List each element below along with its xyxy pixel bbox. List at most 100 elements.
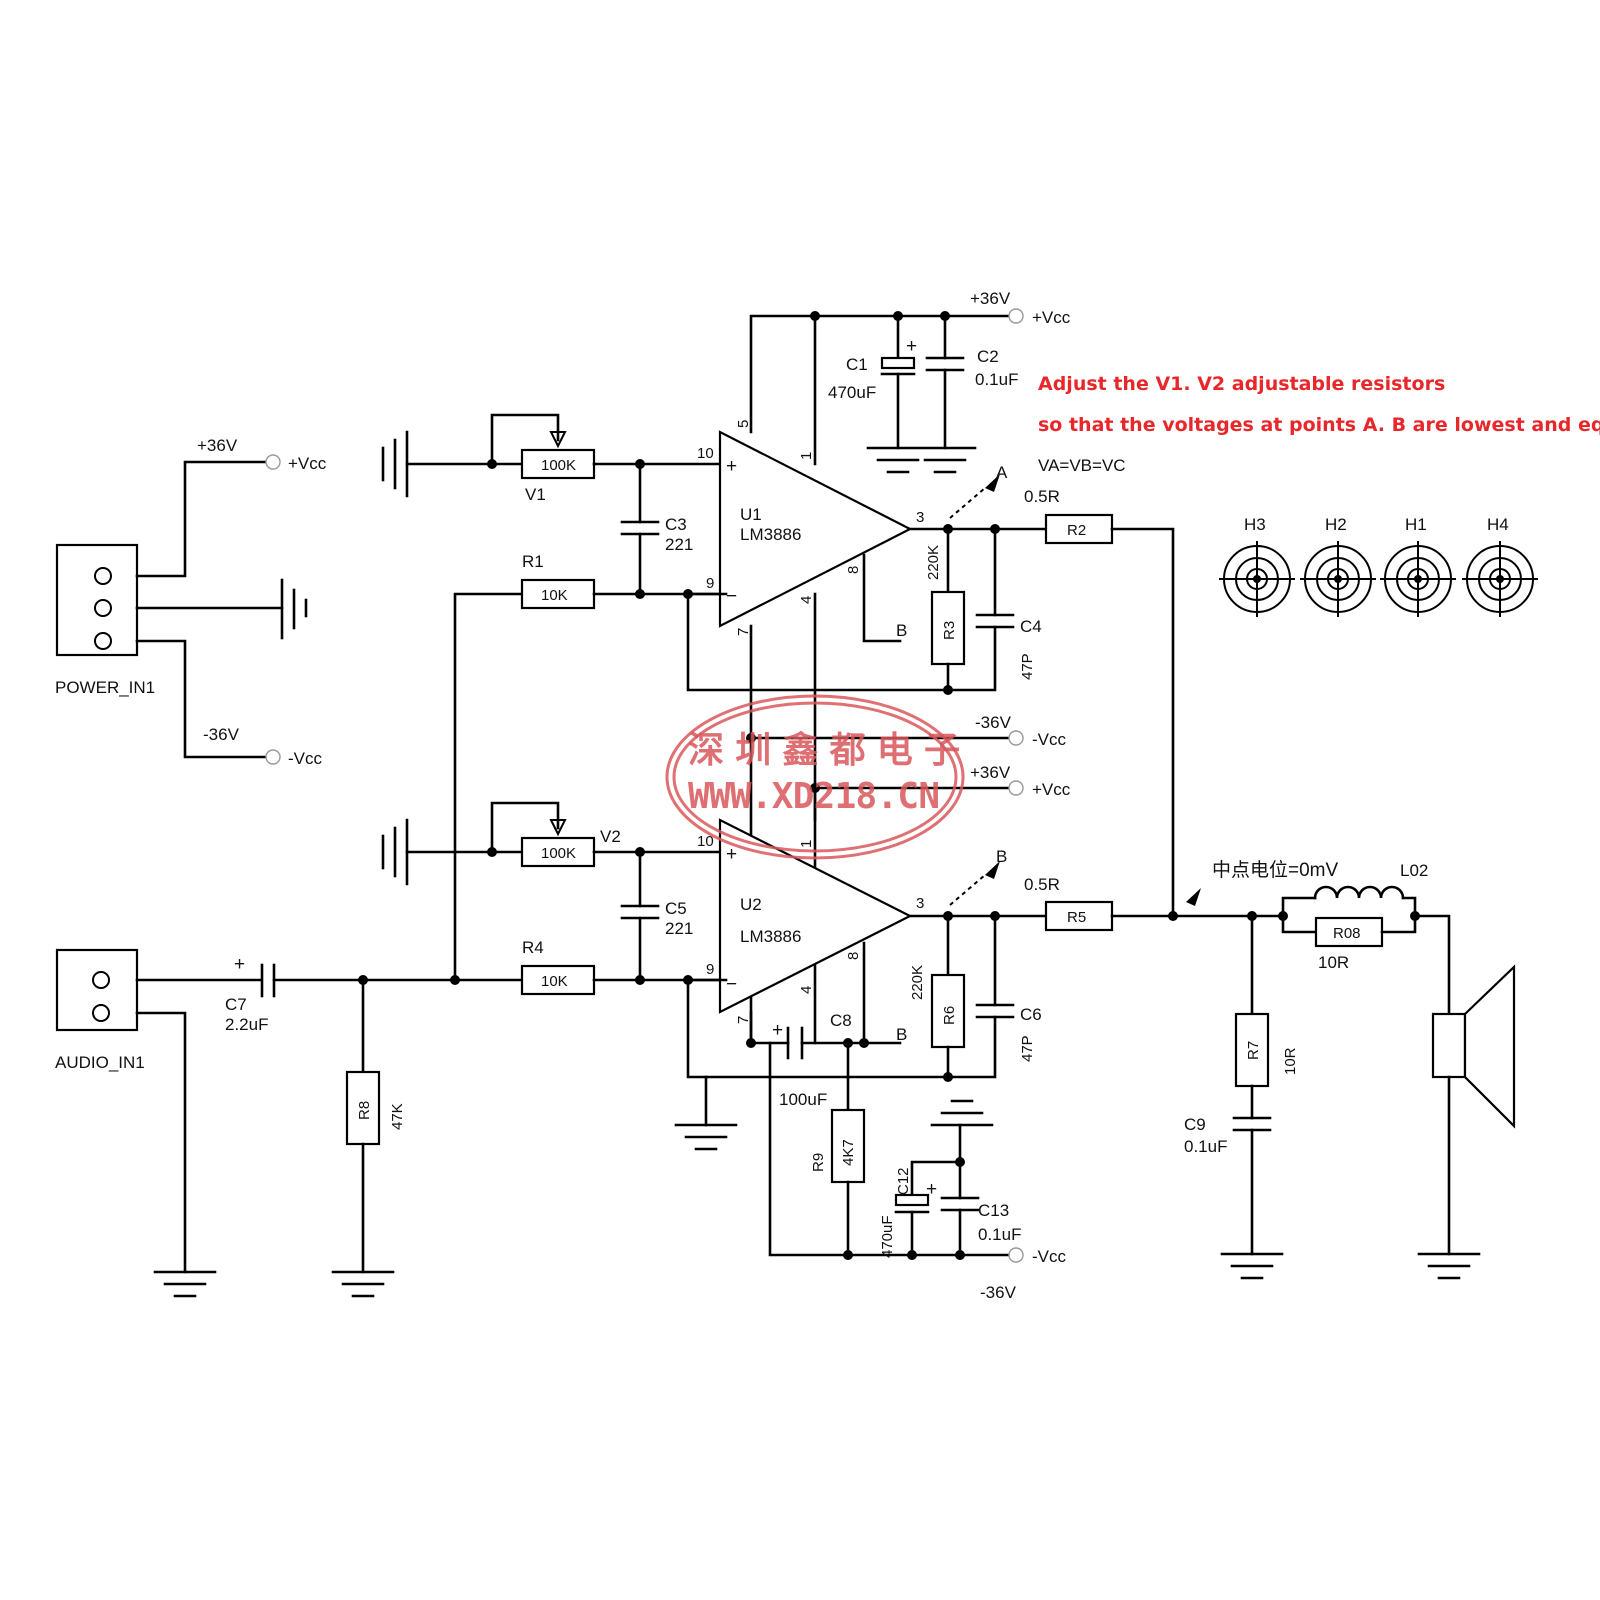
c7-value: 2.2uF: [225, 1015, 268, 1034]
u1-pin8: 8: [845, 566, 862, 574]
note-line-3: VA=VB=VC: [1038, 456, 1126, 475]
r7-value: 10R: [1282, 1047, 1299, 1075]
u2-supply-network: + B C8 100uF 4K7 R9: [674, 786, 1012, 1260]
u2-ref: U2: [740, 895, 762, 914]
top-rail-voltage: +36V: [970, 289, 1011, 308]
mounting-hole-h1: H1: [1380, 515, 1456, 617]
resistor-r8: R8 47K: [331, 975, 406, 1298]
r5-ref: R5: [1067, 909, 1086, 926]
r2-ref: R2: [1067, 522, 1086, 539]
mounting-holes: H3 H2 H1 H4: [1219, 515, 1538, 617]
r1-ref: R1: [522, 552, 544, 571]
power-neg-net: -Vcc: [288, 749, 323, 768]
audio-input-connector: AUDIO_IN1: [55, 948, 262, 1298]
u2-pin9: 9: [706, 961, 714, 978]
point-a: A: [996, 463, 1008, 482]
r6-ref: R6: [941, 1006, 958, 1025]
bottom-rail-caps: + C12 470uF C13 0.1uF -Vcc -36V: [879, 1099, 1067, 1302]
u2-pin3: 3: [916, 895, 924, 912]
c4-ref: C4: [1020, 617, 1042, 636]
c6-ref: C6: [1020, 1005, 1042, 1024]
c5-ref: C5: [665, 899, 687, 918]
mid-pos-voltage: +36V: [970, 763, 1011, 782]
r2-value: 0.5R: [1024, 487, 1060, 506]
resistor-r1: 10K R1: [520, 552, 728, 610]
r08-value: 10R: [1318, 953, 1349, 972]
mounting-hole-h2: H2: [1300, 515, 1376, 617]
r1-value: 10K: [541, 587, 568, 604]
r8-ref: R8: [356, 1101, 373, 1120]
bottom-rail-net: -Vcc: [1032, 1247, 1067, 1266]
u1-minus: −: [726, 586, 737, 607]
note-line-1: Adjust the V1. V2 adjustable resistors: [1038, 373, 1445, 395]
c2-value: 0.1uF: [975, 370, 1018, 389]
stamp-url: WWW.XD218.CN: [688, 776, 940, 817]
audio-connector-label: AUDIO_IN1: [55, 1053, 145, 1072]
u2-plus: +: [726, 844, 737, 865]
power-neg-voltage: -36V: [203, 725, 240, 744]
u2-pin1: 1: [798, 840, 815, 848]
r4-value: 10K: [541, 973, 568, 990]
capacitor-c7: + C7 2.2uF: [225, 954, 457, 1034]
r8-value: 47K: [389, 1103, 406, 1130]
power-connector-label: POWER_IN1: [55, 678, 155, 697]
c9-value: 0.1uF: [1184, 1137, 1227, 1156]
mid-neg-net: -Vcc: [1032, 730, 1067, 749]
u2-pin8: 8: [845, 952, 862, 960]
mid-pos-net: +Vcc: [1032, 780, 1071, 799]
r7-ref: R7: [1245, 1041, 1262, 1060]
v2-ref: V2: [600, 827, 621, 846]
svg-text:+: +: [772, 1020, 783, 1041]
u1-point-b: B: [896, 621, 907, 640]
note-line-2: so that the voltages at points A. B are …: [1038, 414, 1600, 436]
c1-value: 470uF: [828, 383, 876, 402]
c12-value: 470uF: [879, 1215, 896, 1258]
c8-value: 100uF: [779, 1090, 827, 1109]
c3-ref: C3: [665, 515, 687, 534]
u1-pin3: 3: [916, 509, 924, 526]
mounting-hole-h3: H3: [1219, 515, 1295, 617]
u1-part: LM3886: [740, 525, 801, 544]
u2-point-b: B: [896, 1025, 907, 1044]
u1-pin4: 4: [798, 596, 815, 604]
u1-output-network: R3 220K C4 47P R2 0.5R A: [683, 463, 1175, 920]
r6-value: 220K: [909, 965, 926, 1000]
output-stage: 中点电位=0mV L02 R08 10R R7 10R C9 0.1uF: [1184, 859, 1516, 1280]
power-pos-net: +Vcc: [288, 454, 327, 473]
r9-value: 4K7: [840, 1139, 857, 1166]
u1-pin1: 1: [798, 452, 815, 460]
hole-h3-label: H3: [1244, 515, 1266, 534]
svg-text:+: +: [926, 1179, 937, 1200]
potentiometer-v1: 100K V1: [381, 413, 728, 504]
hole-h1-label: H1: [1405, 515, 1427, 534]
r3-value: 220K: [925, 545, 942, 580]
stamp-company: 深圳鑫都电子: [688, 730, 960, 771]
c13-value: 0.1uF: [978, 1225, 1021, 1244]
u2-minus: −: [726, 974, 737, 995]
u2-pin10: 10: [697, 833, 714, 850]
hole-h4-label: H4: [1487, 515, 1509, 534]
c3-value: 221: [665, 535, 693, 554]
u1-pin10: 10: [697, 445, 714, 462]
u1-pin9: 9: [706, 575, 714, 592]
top-rail-caps: + C1 470uF C2 0.1uF +36V +Vcc: [828, 289, 1071, 474]
c8-ref: C8: [830, 1011, 852, 1030]
u1-pin5: 5: [735, 420, 752, 428]
u2-output-network: R6 220K C6 47P R5 0.5R B: [683, 847, 1285, 1082]
u1-ref: U1: [740, 505, 762, 524]
c2-ref: C2: [977, 347, 999, 366]
top-rail-net: +Vcc: [1032, 308, 1071, 327]
middle-rails: -36V -Vcc +36V +Vcc: [746, 713, 1071, 799]
r08-ref: R08: [1333, 925, 1361, 942]
svg-text:+: +: [906, 336, 917, 357]
c12-ref: C12: [895, 1167, 912, 1195]
adjustment-note: Adjust the V1. V2 adjustable resistors s…: [1038, 373, 1600, 475]
c4-value: 47P: [1019, 653, 1036, 680]
mounting-hole-h4: H4: [1462, 515, 1538, 617]
c6-value: 47P: [1019, 1035, 1036, 1062]
potentiometer-v2: 100K V2: [381, 801, 728, 886]
opamp-u2: + − U2 LM3886 10 9 3 1 4 7 8: [697, 818, 924, 1024]
power-pos-voltage: +36V: [197, 436, 238, 455]
r5-value: 0.5R: [1024, 875, 1060, 894]
